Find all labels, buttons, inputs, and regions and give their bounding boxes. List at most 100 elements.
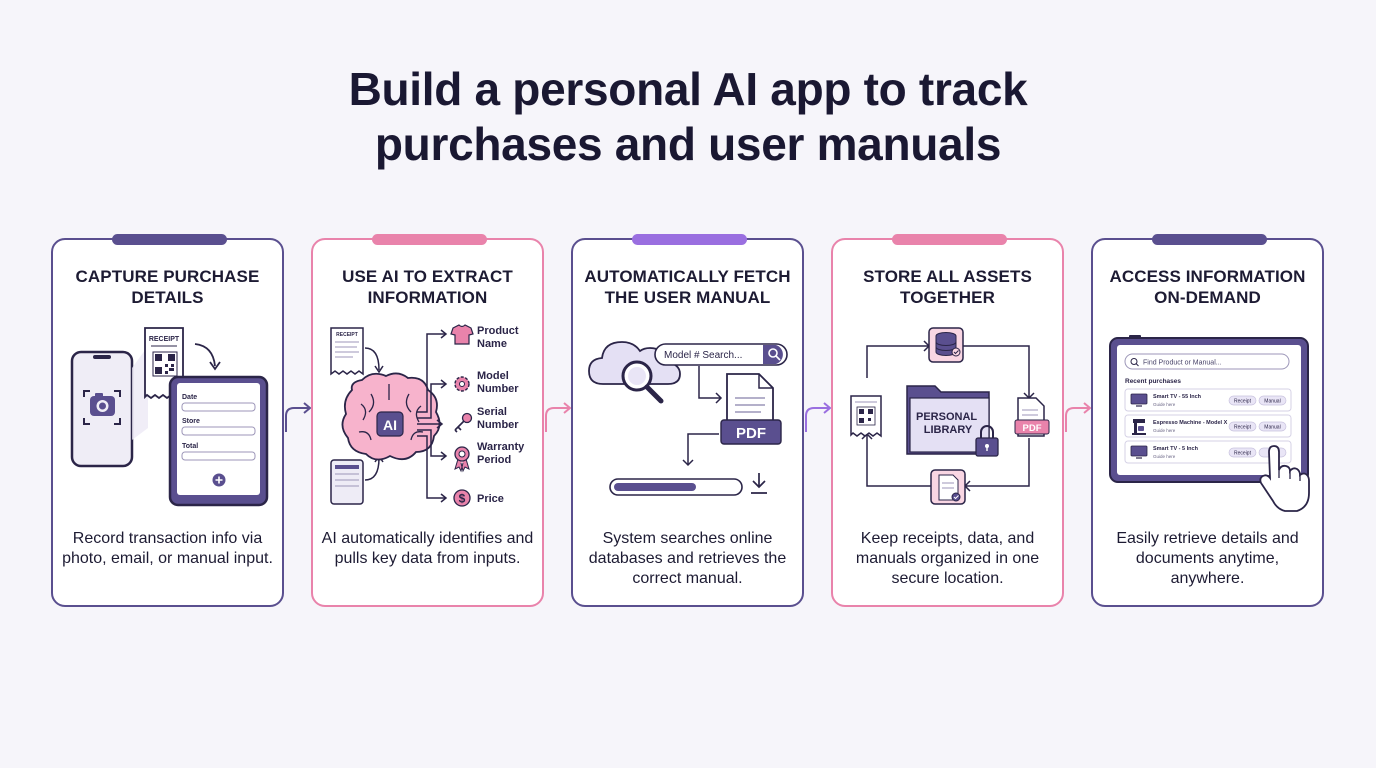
title-line-2: purchases and user manuals [374, 118, 1002, 170]
step-card-capture: CAPTURE PURCHASE DETAILS RECEIPT [51, 234, 284, 607]
item-sub: Guide here [1153, 402, 1176, 407]
card-tab [1152, 234, 1267, 245]
item-name: Espresso Machine - Model X [1153, 420, 1228, 426]
step-description: Record transaction info via photo, email… [62, 530, 273, 567]
tshirt-icon [450, 324, 474, 345]
step-card-access: ACCESS INFORMATION ON-DEMAND Find Produc… [1091, 234, 1324, 607]
form-label-store: Store [182, 418, 200, 425]
field-label: Warranty [477, 441, 525, 453]
gear-icon [454, 376, 470, 392]
svg-text:Serial Number: Serial Number [477, 406, 519, 431]
search-placeholder: Find Product or Manual... [1143, 360, 1222, 367]
svg-text:PERSONAL LIBRARY: PERSONAL LIBRARY [916, 411, 980, 436]
receipt-icon: RECEIPT [330, 327, 364, 376]
step-card-extract: USE AI TO EXTRACT INFORMATION RECEIPT [311, 234, 544, 607]
field-label: Number [477, 383, 519, 395]
qr-code-icon [152, 351, 178, 377]
svg-text:Model Number: Model Number [477, 370, 519, 395]
step-title: AUTOMATICALLY FETCH THE USER MANUAL [584, 267, 791, 307]
form-label-total: Total [182, 443, 198, 450]
field-label: Number [477, 419, 519, 431]
step-arrow-icon [545, 402, 572, 432]
step-card-store: STORE ALL ASSETS TOGETHER [831, 234, 1064, 607]
pdf-label: PDF [736, 425, 766, 442]
list-item: Espresso Machine - Model X Guide here Re… [1124, 414, 1292, 438]
library-label: LIBRARY [924, 424, 973, 436]
manual-button: Manual [1264, 425, 1280, 431]
receipt-button: Receipt [1234, 425, 1252, 431]
plus-icon [212, 473, 226, 487]
pointer-hand-icon [1259, 445, 1310, 512]
camera-icon [83, 390, 121, 425]
field-label: Name [477, 338, 507, 350]
tv-icon [1130, 445, 1148, 459]
tv-icon [1130, 393, 1148, 407]
search-icon [1130, 358, 1138, 365]
extract-illustration: RECEIPT AI [330, 324, 527, 507]
search-placeholder: Model # Search... [664, 350, 742, 361]
receipt-button: Receipt [1234, 451, 1252, 457]
download-progress-bar [609, 478, 743, 496]
step-arrow-icon [285, 402, 312, 432]
field-label: Serial [477, 406, 507, 418]
field-label: Product [477, 325, 519, 337]
espresso-machine-icon [1132, 419, 1146, 435]
step-title: ACCESS INFORMATION ON-DEMAND [1109, 267, 1306, 307]
manual-search-bar: Model # Search... [654, 343, 788, 366]
page-title: Build a personal AI app to track purchas… [0, 62, 1376, 172]
pdf-document-icon: PDF [720, 373, 782, 445]
step-title: USE AI TO EXTRACT INFORMATION [342, 267, 513, 307]
field-label: Price [477, 493, 504, 505]
database-icon [928, 327, 964, 363]
download-progress-fill [614, 483, 696, 491]
flow-arrow [194, 343, 216, 367]
step-card-fetch: AUTOMATICALLY FETCH THE USER MANUAL Mode… [571, 234, 804, 607]
form-label-date: Date [182, 394, 197, 401]
library-label: PERSONAL [916, 411, 977, 423]
brain-icon: AI [341, 372, 441, 461]
tablet-icon: Date Store Total [168, 375, 269, 507]
receipt-icon [850, 395, 882, 438]
list-item: Smart TV - 5 Inch Guide here Receipt [1124, 440, 1292, 464]
capture-illustration: RECEIPT Date Store Total [70, 327, 269, 507]
receipt-label: RECEIPT [336, 332, 358, 338]
step-arrow-icon [805, 402, 832, 432]
search-icon [768, 348, 781, 361]
access-illustration: Find Product or Manual... Recent purchas… [1109, 335, 1310, 512]
pdf-icon: PDF [1014, 397, 1050, 437]
item-sub: Guide here [1153, 454, 1176, 459]
svg-text:Warranty Period: Warranty Period [477, 441, 527, 466]
step-title: STORE ALL ASSETS TOGETHER [863, 267, 1032, 307]
item-name: Smart TV - 55 Inch [1153, 394, 1202, 400]
medal-icon [454, 446, 470, 473]
key-icon [454, 412, 473, 433]
title-line-1: Build a personal AI app to track [348, 63, 1028, 115]
dollar-icon: $ [453, 489, 471, 507]
step-arrow-icon [1065, 402, 1092, 432]
tablet-icon [330, 459, 364, 505]
brain-label: AI [383, 417, 397, 433]
card-tab [632, 234, 747, 245]
store-illustration: PERSONAL LIBRARY PDF [850, 327, 1050, 505]
download-icon [751, 473, 767, 494]
step-description: AI automatically identifies and pulls ke… [321, 530, 534, 567]
step-description: System searches online databases and ret… [588, 530, 787, 587]
field-label: Period [477, 454, 511, 466]
list-heading: Recent purchases [1125, 378, 1181, 385]
item-name: Smart TV - 5 Inch [1153, 446, 1199, 452]
manual-button: Manual [1264, 399, 1280, 405]
list-item: Smart TV - 55 Inch Guide here Receipt Ma… [1124, 388, 1292, 412]
card-tab [372, 234, 487, 245]
document-check-icon [930, 469, 966, 505]
step-description: Easily retrieve details and documents an… [1116, 530, 1299, 587]
receipt-button: Receipt [1234, 399, 1252, 405]
svg-text:Product Name: Product Name [477, 325, 522, 350]
item-sub: Guide here [1153, 428, 1176, 433]
card-tab [892, 234, 1007, 245]
step-description: Keep receipts, data, and manuals organiz… [855, 530, 1040, 587]
card-tab [112, 234, 227, 245]
receipt-label: RECEIPT [149, 336, 180, 343]
search-input: Find Product or Manual... [1124, 353, 1290, 370]
field-label: Model [477, 370, 509, 382]
step-title: CAPTURE PURCHASE DETAILS [75, 267, 260, 307]
